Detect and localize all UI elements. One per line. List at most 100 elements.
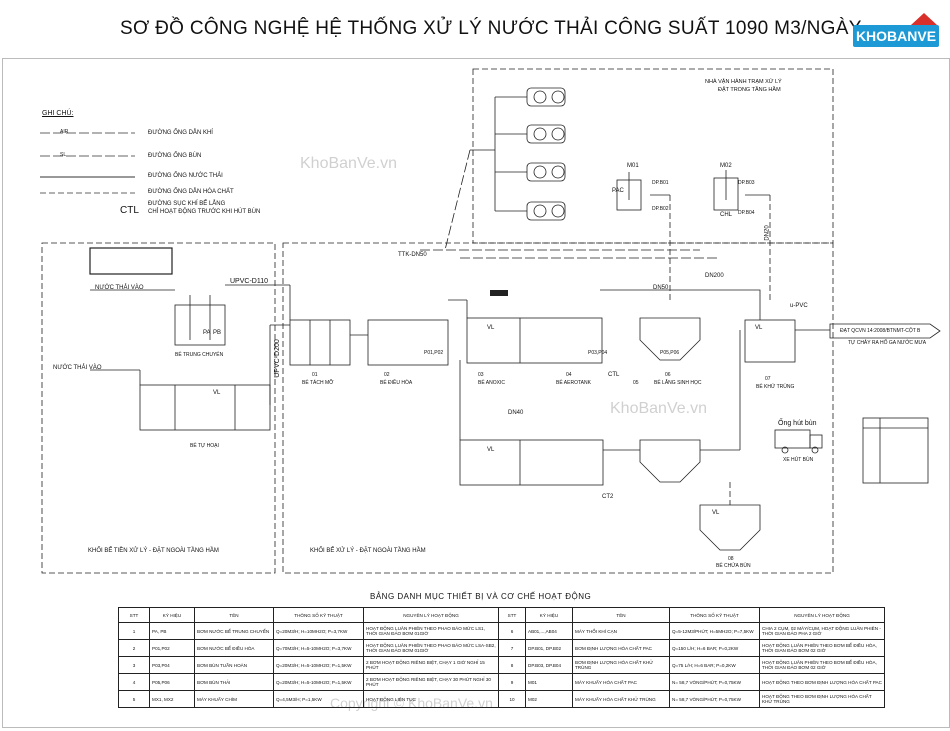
tank-vl-label: VL <box>213 390 221 396</box>
caption-septic-tank: BỂ TỰ HOẠI <box>190 443 219 449</box>
table-cell: HOẠT ĐỘNG THEO BƠM ĐỊNH LƯỢNG HÓA CHẤT K… <box>759 690 885 708</box>
table-cell: Q=75 L/H; H=6 BAR; P=0,2KW <box>669 656 760 674</box>
legend-air-symbol: AIR <box>60 129 69 135</box>
upvc-out-label: u-PVC <box>790 303 808 309</box>
pipe-dn200: DN200 <box>705 273 724 279</box>
settling-tank-1 <box>639 317 701 361</box>
table-cell: CHIA 2 CỤM, 02 MÁY/CỤM, HOẠT ĐỘNG LUÂN P… <box>759 622 885 640</box>
table-cell: 2 <box>118 639 150 657</box>
col-code: KÝ HIỆU <box>149 607 195 623</box>
m02-label: M02 <box>720 163 732 169</box>
vl-label-anoxic: VL <box>487 325 495 331</box>
septic-tank <box>139 384 271 431</box>
p05p06-label: P05,P06 <box>660 350 680 356</box>
table-cell: BƠM ĐỊNH LƯỢNG HÓA CHẤT KHỬ TRÙNG <box>572 656 670 674</box>
legend-label-aeration: ĐƯỜNG SỤC KHÍ BỂ LẮNG <box>148 201 226 207</box>
table-cell: N= 58,7 VÒNG/PHÚT; P=0,75KW <box>669 673 760 691</box>
col-operation: NGUYÊN LÝ HOẠT ĐỘNG <box>363 607 499 623</box>
table-cell: AB01,...,AB04 <box>525 622 573 640</box>
bio-tank-2 <box>459 439 604 486</box>
tank-no-05: 05 <box>633 380 639 386</box>
caption-settling: BỂ LẮNG SINH HỌC <box>654 380 702 386</box>
table-cell: PA, PB <box>149 622 195 640</box>
legend-label-sludge: ĐƯỜNG ỐNG BÙN <box>148 153 202 159</box>
table-cell: 2 BƠM HOẠT ĐỘNG RIÊNG BIỆT, CHẠY 1 GIỜ N… <box>363 656 499 674</box>
legend-lines <box>40 132 135 194</box>
table-cell: HOẠT ĐỘNG LUÂN PHIÊN THEO BƠM BỂ ĐIỀU HÒ… <box>759 639 885 657</box>
sludge-tank <box>699 504 761 551</box>
tank-no-03: 03 <box>478 372 484 378</box>
sludge-truck-label: Ống hút bùn <box>778 420 817 427</box>
note-box <box>89 247 173 275</box>
pac-label: PAC <box>612 188 624 194</box>
inlet-label-1: NƯỚC THẢI VÀO <box>95 285 144 291</box>
caption-transfer-tank: BỂ TRUNG CHUYỂN <box>175 352 224 358</box>
table-cell: M01 <box>525 673 573 691</box>
tank-no-08: 08 <box>728 556 734 562</box>
table-cell: P03,P04 <box>149 656 195 674</box>
ct2-label: CT2 <box>602 494 614 500</box>
grease-trap <box>289 319 351 366</box>
tank-no-07: 07 <box>765 376 771 382</box>
zone-pretreatment-title: KHỐI BỂ TIỀN XỬ LÝ - ĐẶT NGOÀI TẦNG HẦM <box>88 548 219 554</box>
col-stt: STT <box>118 607 150 623</box>
legend-ctl-symbol: CTL <box>120 205 139 216</box>
col-code-2: KÝ HIỆU <box>525 607 573 623</box>
tank-no-01: 01 <box>312 372 318 378</box>
outlet-label-2: TỰ CHẢY RA HỐ GA NƯỚC MƯA <box>848 340 927 346</box>
pipe-upvc-d200: UPVC-D200 <box>273 339 281 378</box>
outlet-arrow <box>829 323 941 339</box>
legend-sl-symbol: SL <box>60 152 67 158</box>
pipe-dn50: DN50 <box>653 285 669 291</box>
transfer-tank <box>174 304 226 346</box>
zone-treatment-title: KHỐI BỂ XỬ LÝ - ĐẶT NGOÀI TẦNG HẦM <box>310 548 426 554</box>
tank-pb-label: PB <box>213 330 222 336</box>
table-cell: MÁY KHUẤY HÓA CHẤT PAC <box>572 673 670 691</box>
table-title: BẢNG DANH MỤC THIẾT BỊ VÀ CƠ CHẾ HOẠT ĐỘ… <box>370 592 592 601</box>
table-cell: DP.B01, DP.B02 <box>525 639 573 657</box>
table-cell: 9 <box>498 673 526 691</box>
table-cell: P05,P06 <box>149 673 195 691</box>
table-cell: HOẠT ĐỘNG LIÊN TỤC <box>363 690 499 708</box>
table-cell: Q=20M3/H; H=10MH2O; P=3,7KW <box>273 622 364 640</box>
table-cell: 5 <box>118 690 150 708</box>
m01-label: M01 <box>627 163 639 169</box>
table-cell: 8 <box>498 656 526 674</box>
filter-unit <box>490 290 508 296</box>
table-cell: Q=150 L/H; H=6 BAR; P=0,2KW <box>669 639 760 657</box>
sludge-truck <box>774 429 811 449</box>
table-cell: BƠM NƯỚC BỂ ĐIỀU HÒA <box>194 639 274 657</box>
table-cell: DP.B03, DP.B04 <box>525 656 573 674</box>
legend-label-air: ĐƯỜNG ỐNG DẪN KHÍ <box>148 130 213 136</box>
symbol-legend <box>862 417 929 484</box>
table-cell: BƠM BÙN THẢI <box>194 673 274 691</box>
table-cell: 7 <box>498 639 526 657</box>
table-cell: BƠM ĐỊNH LƯỢNG HÓA CHẤT PAC <box>572 639 670 657</box>
table-cell: HOẠT ĐỘNG THEO BƠM ĐỊNH LƯỢNG HÓA CHẤT P… <box>759 673 885 691</box>
logo-text: KHOBANVE <box>855 28 937 44</box>
table-cell: MX1, MX2 <box>149 690 195 708</box>
table-cell: 4 <box>118 673 150 691</box>
caption-sludge: BỂ CHỨA BÙN <box>716 563 751 569</box>
pipe-dn40: DN40 <box>508 410 524 416</box>
tank-pa-label: PA <box>203 330 211 336</box>
table-cell: MÁY THỔI KHÍ CẠN <box>572 622 670 640</box>
pipe-dn20: DN20 <box>764 225 771 241</box>
table-cell: 3 <box>118 656 150 674</box>
process-diagram <box>41 68 941 574</box>
watermark-2: KhoBanVe.vn <box>610 400 707 417</box>
table-cell: BƠM NƯỚC BỂ TRUNG CHUYỂN <box>194 622 274 640</box>
khobanve-logo: KHOBANVE <box>853 13 939 47</box>
tank-no-06: 06 <box>665 372 671 378</box>
vl-label-anoxic-2: VL <box>487 447 495 453</box>
table-cell: Q=20M3/H; H=5-10MH2O; P=1,5KW <box>273 656 364 674</box>
col-name-2: TÊN <box>572 607 670 623</box>
table-cell: Q=5-12M3/PHÚT; H=5MH2O; P=7,5KW <box>669 622 760 640</box>
dp01-label: DP.B01 <box>652 180 669 186</box>
col-spec-2: THÔNG SỐ KỸ THUẬT <box>669 607 760 623</box>
